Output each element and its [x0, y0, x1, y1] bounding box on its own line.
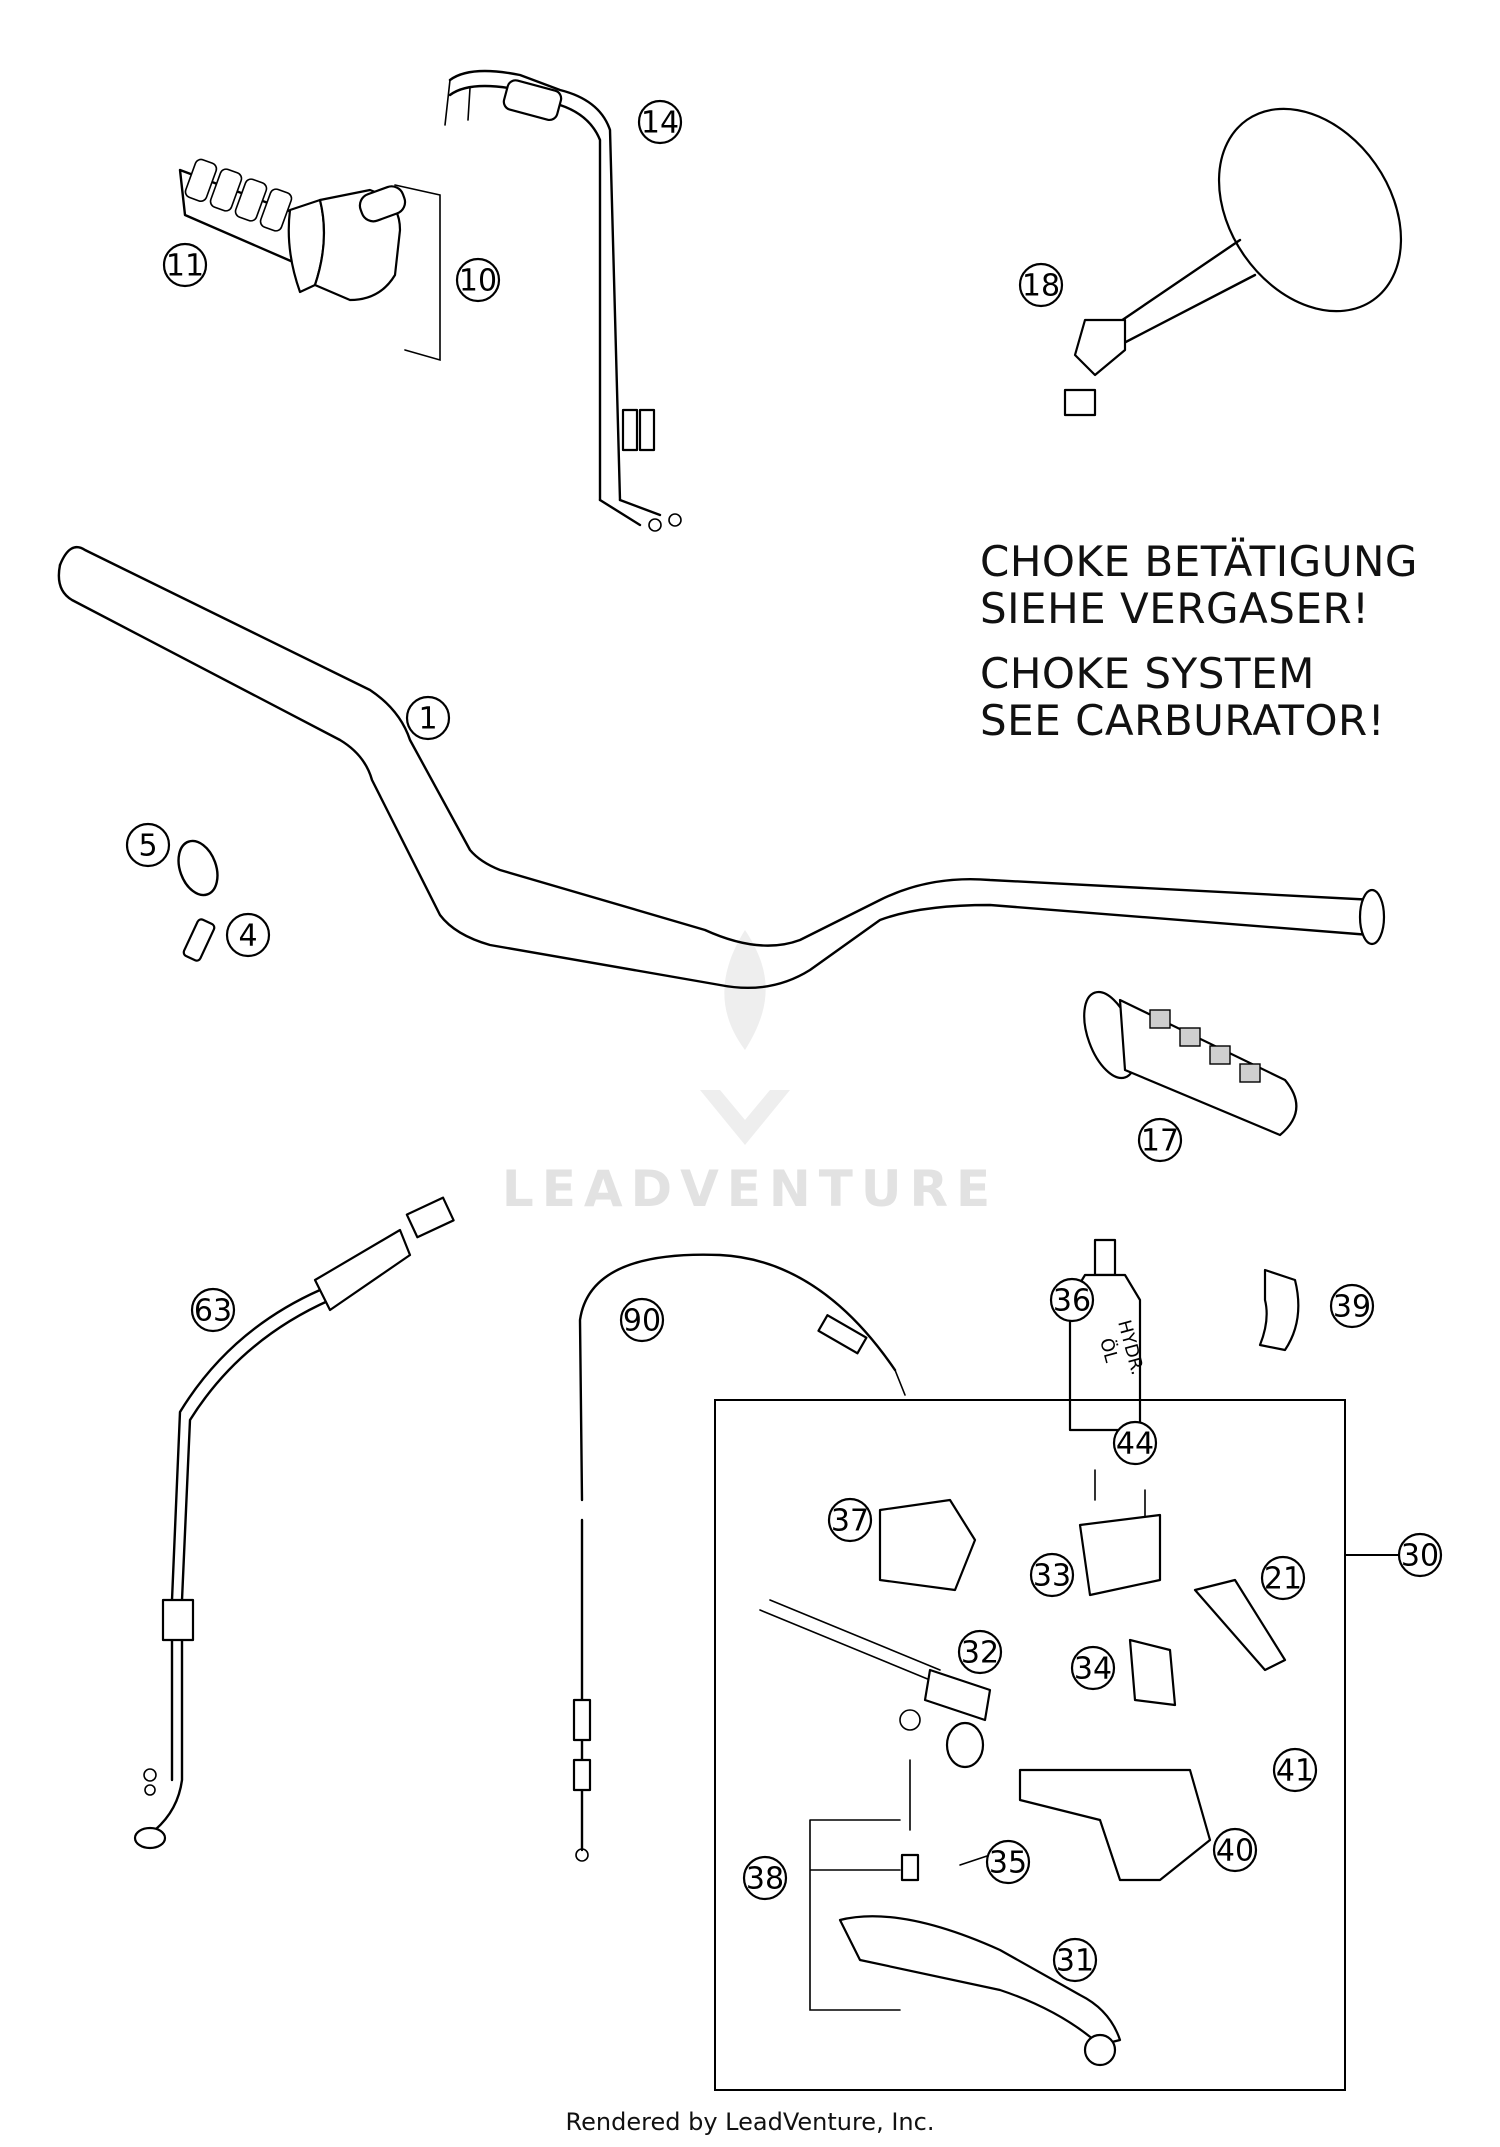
callout-40: 40 [1212, 1827, 1258, 1873]
svg-text:32: 32 [961, 1636, 999, 1671]
hydraulic-line [133, 1196, 455, 1850]
note-de-line1: CHOKE BETÄTIGUNG [980, 537, 1418, 586]
callout-38: 38 [742, 1855, 788, 1901]
svg-text:10: 10 [459, 264, 497, 299]
handlebar [57, 545, 1386, 990]
clutch-cable [572, 1253, 906, 1862]
clamp-half [1258, 1268, 1300, 1352]
svg-text:41: 41 [1276, 1754, 1314, 1789]
callout-44: 44 [1112, 1420, 1158, 1466]
svg-text:11: 11 [166, 249, 204, 284]
callout-4: 4 [225, 912, 271, 958]
callout-36: 36 [1049, 1277, 1095, 1323]
svg-text:14: 14 [641, 106, 679, 141]
svg-text:90: 90 [623, 1304, 661, 1339]
svg-text:34: 34 [1074, 1652, 1112, 1687]
callout-37: 37 [827, 1497, 873, 1543]
callout-90: 90 [619, 1297, 665, 1343]
callout-63: 63 [190, 1287, 236, 1333]
callout-33: 33 [1029, 1552, 1075, 1598]
svg-text:21: 21 [1264, 1562, 1302, 1597]
clamp-ring [177, 839, 219, 897]
callout-11: 11 [162, 242, 208, 288]
svg-text:35: 35 [989, 1846, 1027, 1881]
watermark-text: LEADVENTURE [501, 1160, 999, 1218]
pin [182, 918, 216, 962]
note-en-line2: SEE CARBURATOR! [980, 696, 1386, 745]
callout-21: 21 [1260, 1555, 1306, 1601]
callout-30: 30 [1397, 1532, 1443, 1578]
svg-text:33: 33 [1033, 1559, 1071, 1594]
svg-text:37: 37 [831, 1504, 869, 1539]
choke-note: CHOKE BETÄTIGUNG SIEHE VERGASER! CHOKE S… [980, 538, 1440, 744]
callout-39: 39 [1329, 1283, 1375, 1329]
callout-1: 1 [405, 695, 451, 741]
svg-text:18: 18 [1022, 269, 1060, 304]
throttle-cables [444, 69, 682, 532]
svg-text:44: 44 [1116, 1427, 1154, 1462]
svg-text:40: 40 [1216, 1834, 1254, 1869]
master-cylinder-kit [714, 1399, 1400, 2091]
svg-text:17: 17 [1141, 1124, 1179, 1159]
callout-18: 18 [1018, 262, 1064, 308]
hydraulic-oil-bottle: HYDR. ÖL [1068, 1238, 1148, 1432]
watermark-logo [700, 930, 790, 1145]
footer-credit: Rendered by LeadVenture, Inc. [565, 2108, 935, 2136]
throttle-assembly [178, 158, 441, 362]
svg-text:30: 30 [1401, 1539, 1439, 1574]
callout-35: 35 [985, 1839, 1031, 1885]
svg-text:38: 38 [746, 1862, 784, 1897]
note-de-line2: SIEHE VERGASER! [980, 584, 1370, 633]
callout-10: 10 [455, 257, 501, 303]
callout-32: 32 [957, 1629, 1003, 1675]
svg-text:63: 63 [194, 1294, 232, 1329]
callout-5: 5 [125, 822, 171, 868]
svg-text:36: 36 [1053, 1284, 1091, 1319]
mirror [1063, 107, 1403, 417]
svg-text:39: 39 [1333, 1290, 1371, 1325]
callout-34: 34 [1070, 1645, 1116, 1691]
callout-17: 17 [1137, 1117, 1183, 1163]
callout-41: 41 [1272, 1747, 1318, 1793]
svg-text:1: 1 [418, 702, 437, 737]
svg-text:31: 31 [1056, 1944, 1094, 1979]
callout-31: 31 [1052, 1937, 1098, 1983]
right-grip [1083, 990, 1298, 1137]
note-en-line1: CHOKE SYSTEM [980, 649, 1315, 698]
svg-text:5: 5 [138, 829, 157, 864]
svg-text:4: 4 [238, 919, 257, 954]
callout-14: 14 [637, 99, 683, 145]
